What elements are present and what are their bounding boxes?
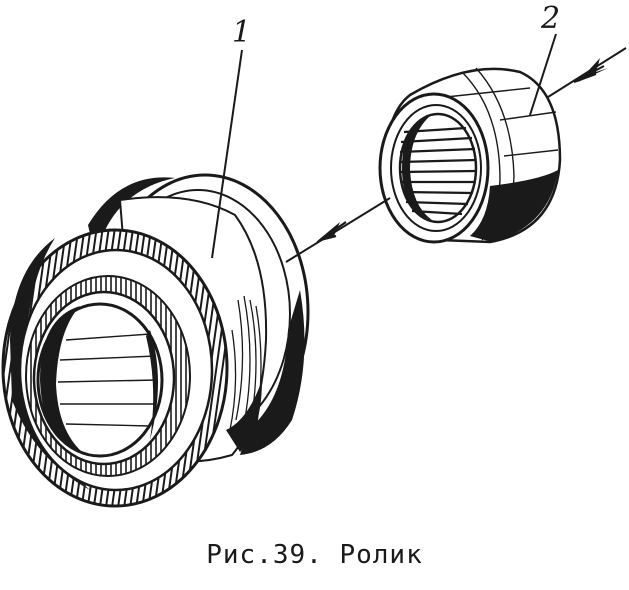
part-label-1: 1 [232,15,252,50]
bore-inner-shadow [40,306,82,452]
leader-line-2 [529,33,557,116]
roller-part-1 [1,173,310,508]
assembly-arrow-upper [547,47,627,98]
bearing-bore-shadow [402,116,432,220]
assembly-arrow-lower [285,197,391,263]
part-label-2: 2 [541,1,561,36]
bore-right-shade [146,330,158,440]
leader-line-1 [211,49,243,259]
leader-lines [211,33,557,259]
bore-opening [36,302,164,458]
bearing-bottom-shade [470,170,558,242]
figure-caption: Рис.39. Ролик [206,540,423,570]
bore-wall-lines [57,333,159,427]
front-flange-dark-edge [10,238,90,490]
hub-groove-shadow [226,380,262,452]
needle-bearing-part-2 [378,67,562,244]
